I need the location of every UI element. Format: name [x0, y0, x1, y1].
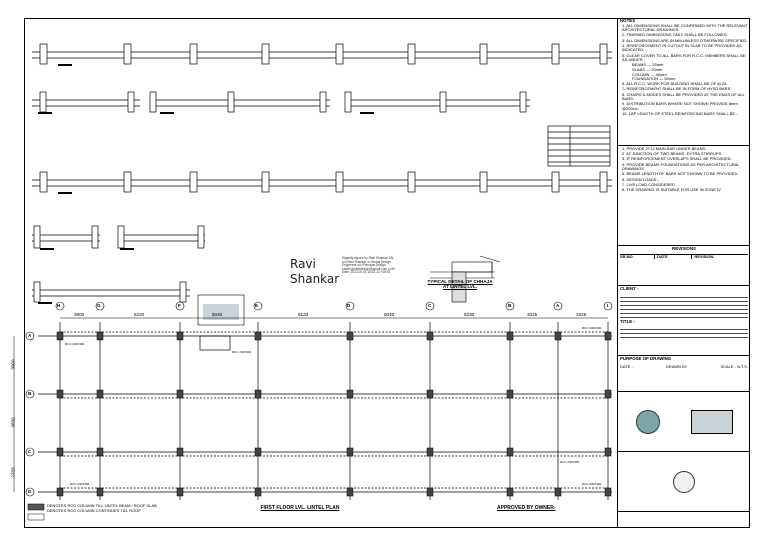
legend-swatch-1 — [27, 503, 45, 511]
legend-swatch-2 — [27, 513, 45, 521]
note-item: 6. ALL R.C.C. WORK FOR BUILDING SHALL BE… — [622, 81, 728, 87]
date-label: DATE - — [620, 363, 633, 369]
digital-signature-text: Digitally signed by Ravi Shankar DN: cn=… — [342, 256, 395, 275]
approval-stamp-icon — [690, 409, 733, 434]
chhaja-detail — [430, 255, 501, 303]
note-item: 2. FINISHED DIMENSIONS ONLY SHALL BE FOL… — [622, 32, 728, 38]
note-item: 4. REINFORCEMENT IN CUTOUT IN SLAB TO BE… — [622, 42, 742, 53]
legend: DENOTES RCC COLUMN TILL LINTEL BEAM / RO… — [47, 503, 157, 513]
note-item: 5. CLEAR COVER TO ALL BARS FOR R.C.C. ME… — [622, 52, 746, 63]
signature-line-2: Shankar — [290, 272, 340, 286]
more-notes-section: 1. PROVIDE 2T12 MAIN BAR UNDER BEAMS. 2.… — [618, 146, 750, 246]
legend-item: DENOTES RCC COLUMN CONTINUES TILL ROOF — [47, 508, 141, 513]
notes-heading: NOTES — [620, 18, 636, 23]
plan-columns — [56, 331, 612, 497]
plan-title: FIRST FLOOR LVL. LINTEL PLAN — [260, 505, 340, 511]
note-item: 6. DESIGN LOADS - — [622, 176, 659, 182]
note-item: 9. DISTRIBUTION BARS WHERE NOT SHOWN PRO… — [622, 101, 738, 112]
note-item: 1. PROVIDE 2T12 MAIN BAR UNDER BEAMS. — [622, 146, 707, 151]
approval-text: APPROVED BY OWNER- — [497, 505, 556, 511]
revisions-heading: REVISIONS — [672, 246, 696, 251]
note-item: 2. AT JUNCTION OF TWO BEAMS, EXTRA STIRR… — [622, 151, 723, 157]
cover-value: 40mm — [655, 71, 667, 77]
title-block: NOTES 1. ALL DIMENSIONS SHALL BE CONFIRM… — [617, 18, 750, 528]
footer-section — [618, 452, 750, 512]
cover-value: 25mm — [652, 62, 664, 68]
beam-labels — [38, 64, 374, 304]
note-item: 10. LAP LENGTH OF STEEL REINFORCING BARS… — [622, 111, 738, 117]
legend-item: DENOTES RCC COLUMN TILL LINTEL BEAM / RO… — [47, 503, 157, 508]
notes-section: NOTES 1. ALL DIMENSIONS SHALL BE CONFIRM… — [618, 18, 750, 146]
title-label: TITLE - — [620, 318, 635, 324]
sheet-frame — [24, 18, 750, 528]
note-item: 5. BEAMS LENGTH OF BARS NOT SHOWN TO BE … — [622, 171, 739, 177]
cover-value: 50mm — [664, 76, 676, 82]
rev-col-header: REVISION — [694, 253, 714, 259]
note-item: 7. LIVE LOAD CONSIDERED - — [622, 181, 678, 187]
revisions-section: REVISIONS SR.NO. DATE REVISION — [618, 246, 750, 286]
logo-icon — [673, 470, 695, 493]
signature-line-1: Ravi — [290, 257, 316, 271]
cover-member: COLUMN — [632, 71, 650, 77]
purpose-section: PURPOSE OF DRAWING DATE - DRAWN BY SCALE… — [618, 356, 750, 392]
drawn-by-label: DRAWN BY — [665, 363, 688, 369]
chhaja-detail-title: TYPICAL DETAIL OF CHHAJA AT LINTEL LVL. — [427, 279, 493, 289]
lintel-plan — [38, 322, 612, 500]
purpose-label: PURPOSE OF DRAWING — [620, 356, 672, 361]
beam-elevations — [32, 43, 612, 303]
client-label: CLIENT - — [620, 286, 639, 291]
seal-icon — [635, 409, 660, 434]
note-item: 8. THE DRAWING IS SUITABLE FOR USE IN ZO… — [622, 186, 722, 192]
dim-line-top — [13, 317, 608, 492]
cover-value: 20mm — [651, 66, 663, 72]
stamp-section — [618, 392, 750, 452]
grid-bubbles — [25, 301, 613, 497]
client-section: CLIENT - TITLE - — [618, 286, 750, 356]
signature-name: Ravi Shankar — [290, 257, 339, 287]
note-item: 7. REINFORCEMENT SHALL BE IN FORM OF HYS… — [622, 86, 732, 92]
rev-col-header: SR.NO. — [620, 254, 656, 260]
rev-col-header: DATE — [655, 254, 693, 260]
scale-label: SCALE - N.T.S. — [720, 363, 748, 369]
note-item: 3. IF REINFORCEMENT OVERLAPS SHALL BE PR… — [622, 156, 732, 162]
note-item: 3. ALL DIMENSIONS ARE IN MM UNLESS OTHER… — [622, 37, 748, 43]
cover-member: BEAMS — [632, 62, 647, 68]
cover-member: SLABS — [632, 66, 645, 72]
note-item: 4. PROVIDE BEAMS FOUNDATIONS AS PER ARCH… — [622, 161, 740, 172]
note-item: 1. ALL DIMENSIONS SHALL BE CONFIRMED WIT… — [622, 22, 748, 33]
cover-member: FOUNDATION — [632, 76, 659, 82]
note-item: 8. CHAIRS & MODES SHALL BE PROVIDED AT T… — [622, 91, 745, 102]
note-item: BEAMS — 25mm SLABS — 20mm COLUMN — 40mm … — [632, 62, 676, 82]
